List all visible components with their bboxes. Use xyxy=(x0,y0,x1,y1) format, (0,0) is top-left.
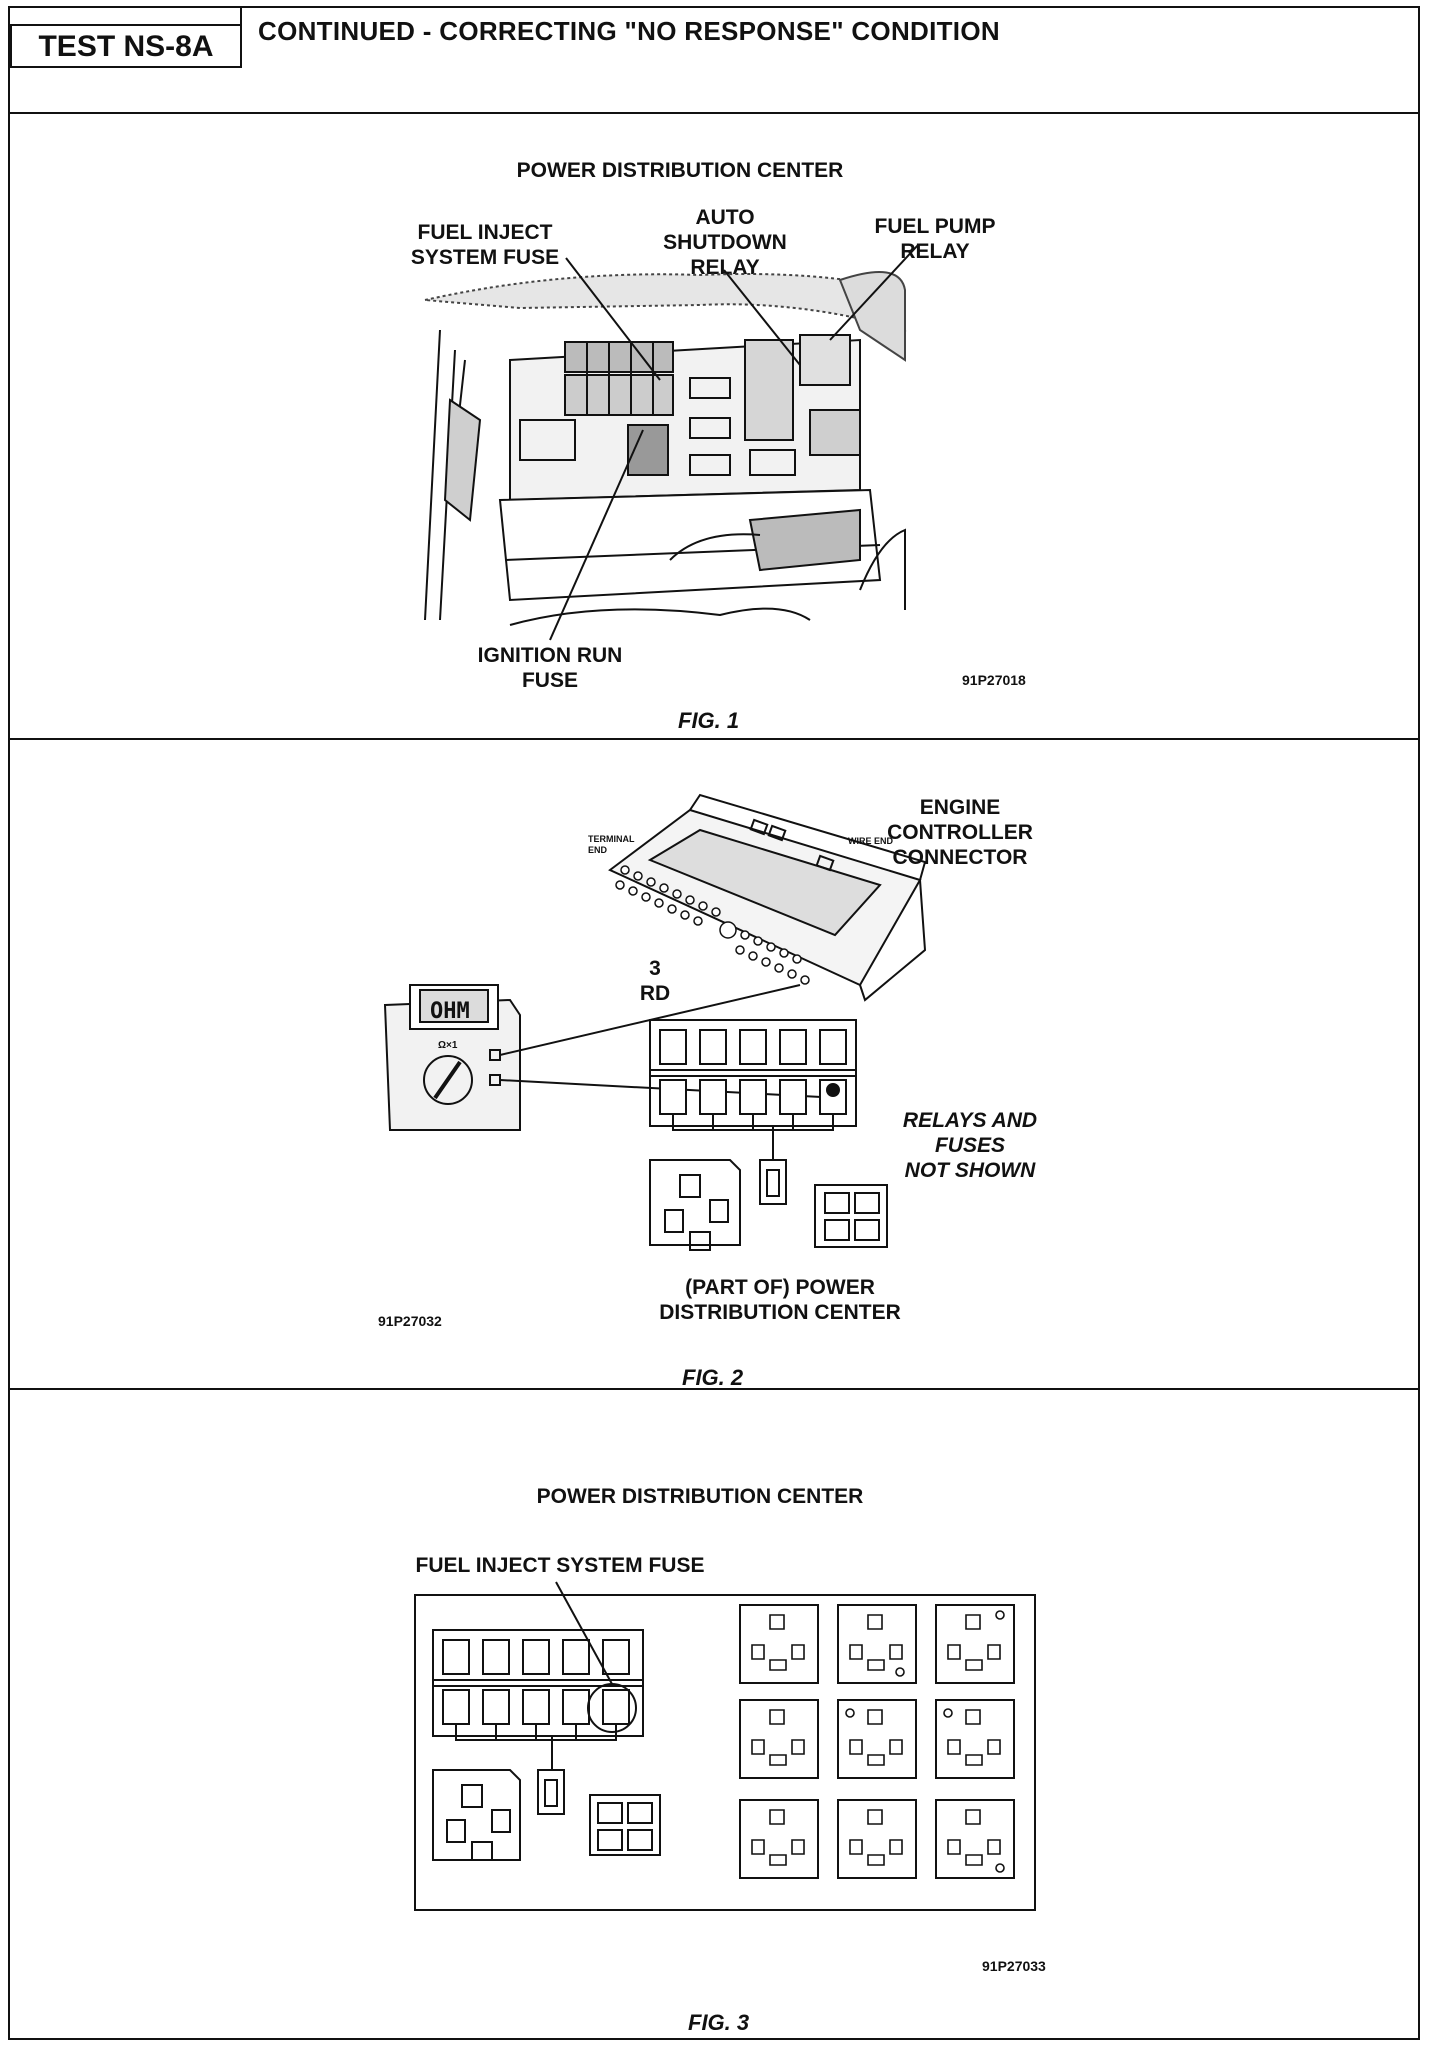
fig1-label-fuel-inject-fuse: FUEL INJECT SYSTEM FUSE xyxy=(410,221,560,269)
fig3-label-fuel-inject-fuse: FUEL INJECT SYSTEM FUSE xyxy=(415,1554,705,1577)
meter-display: OHM xyxy=(430,999,470,1024)
fig2-label-cavity: 3 RD xyxy=(639,957,671,1005)
page-title: CONTINUED - CORRECTING "NO RESPONSE" CON… xyxy=(258,16,1000,46)
fig3-title: POWER DISTRIBUTION CENTER xyxy=(536,1485,864,1508)
test-id: TEST NS-8A xyxy=(10,24,242,68)
section-divider xyxy=(8,738,1420,740)
fig2-label-terminal-end: TERMINAL END xyxy=(588,834,635,855)
fig2-label-connector: ENGINE CONTROLLER CONNECTOR xyxy=(887,796,1033,869)
fig1-caption: FIG. 1 xyxy=(678,708,740,733)
fig1-title: POWER DISTRIBUTION CENTER xyxy=(516,159,844,182)
fig2-label-pdc: (PART OF) POWER DISTRIBUTION CENTER xyxy=(659,1276,901,1324)
fig3-caption: FIG. 3 xyxy=(688,2010,750,2035)
fig2-code: 91P27032 xyxy=(378,1313,442,1329)
page-frame xyxy=(8,6,1420,2040)
section-divider xyxy=(8,1388,1420,1390)
fig3-code: 91P27033 xyxy=(982,1958,1046,1974)
fig2-caption: FIG. 2 xyxy=(682,1365,744,1390)
fig1-label-ignition-run-fuse: IGNITION RUN FUSE xyxy=(477,644,623,692)
fig2-note: RELAYS AND FUSES NOT SHOWN xyxy=(902,1109,1038,1182)
fig2-label-wire-end: WIRE END xyxy=(848,836,893,846)
fig1-code: 91P27018 xyxy=(962,672,1026,688)
section-divider xyxy=(8,112,1420,114)
meter-range: Ω×1 xyxy=(438,1040,458,1051)
